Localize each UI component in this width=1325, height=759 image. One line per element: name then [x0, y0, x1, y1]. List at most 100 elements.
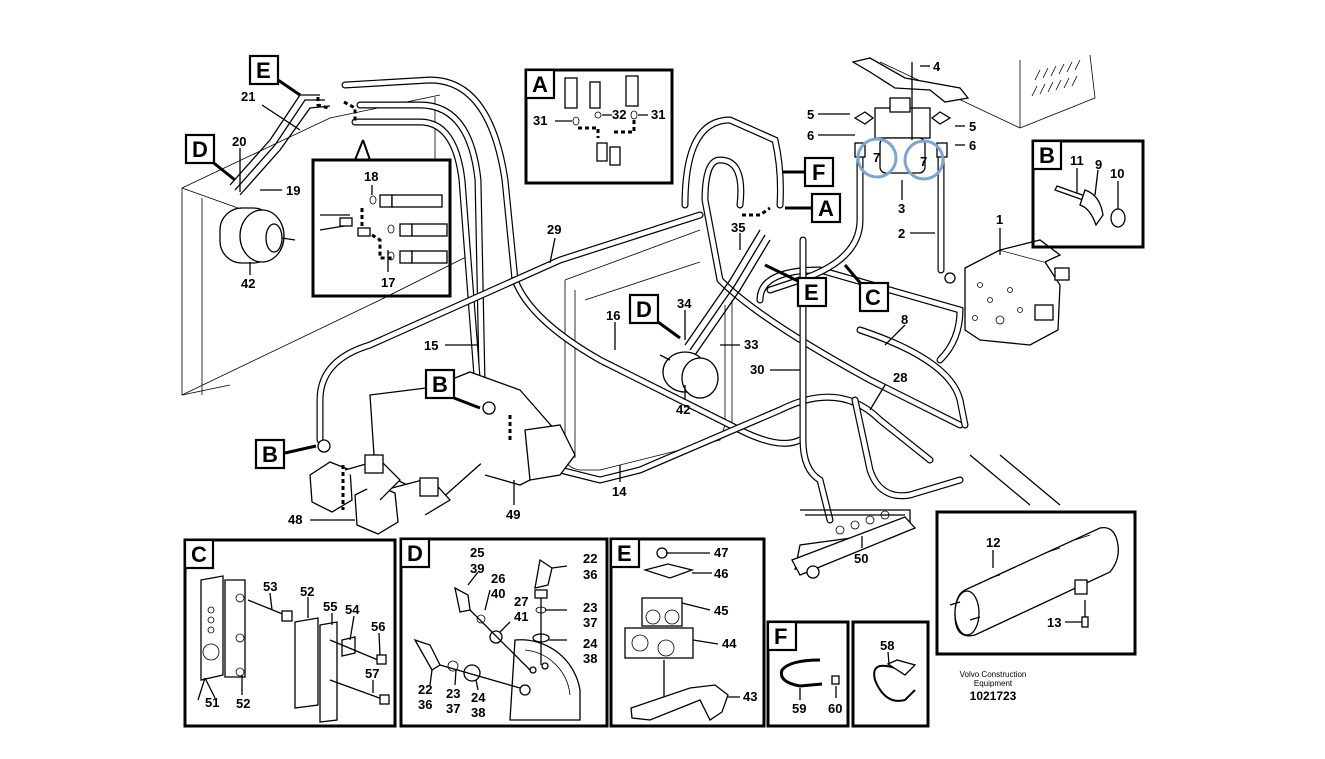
svg-text:D: D: [192, 137, 208, 162]
svg-text:44: 44: [722, 636, 737, 651]
svg-text:43: 43: [743, 689, 757, 704]
detail-A-title-box: [524, 68, 556, 100]
svg-text:32: 32: [612, 107, 626, 122]
svg-text:36: 36: [418, 697, 432, 712]
label-34: 34: [677, 296, 692, 311]
pump-motor-center: [659, 351, 719, 399]
callout-F-main[interactable]: F: [803, 156, 835, 188]
label-6-left: 6: [807, 128, 814, 143]
svg-text:13: 13: [1047, 615, 1061, 630]
label-17: 17: [381, 275, 395, 290]
svg-text:37: 37: [583, 615, 597, 630]
svg-text:45: 45: [714, 603, 728, 618]
highlight-circle-7-left[interactable]: [856, 137, 898, 179]
svg-text:F: F: [812, 160, 825, 185]
svg-text:38: 38: [471, 705, 485, 720]
dashed-connector: [742, 206, 771, 217]
label-4: 4: [933, 59, 941, 74]
callout-D-center[interactable]: D: [628, 293, 660, 325]
leader-lines: [239, 65, 1061, 548]
svg-text:11: 11: [1070, 153, 1084, 168]
label-1: 1: [996, 212, 1003, 227]
svg-text:D: D: [407, 541, 423, 566]
publisher-footer: Volvo Construction Equipment 1021723: [960, 670, 1027, 703]
label-48: 48: [288, 512, 302, 527]
label-8: 8: [901, 312, 908, 327]
svg-text:55: 55: [323, 599, 337, 614]
detail-C: C 53 52 55 54 56 57 51 52: [183, 538, 397, 728]
svg-text:60: 60: [828, 701, 842, 716]
callout-A-main[interactable]: A: [810, 192, 842, 224]
main-part-labels: 21 20 19 42 18 17 29 15 16 34 33 35 30 4…: [232, 59, 1003, 566]
svg-text:36: 36: [583, 567, 597, 582]
svg-text:52: 52: [300, 584, 314, 599]
callout-D-left[interactable]: D: [184, 133, 216, 165]
label-28: 28: [893, 370, 907, 385]
svg-text:58: 58: [880, 638, 894, 653]
label-42-center: 42: [676, 402, 690, 417]
label-5-left: 5: [807, 107, 814, 122]
control-valve-block: [944, 239, 1070, 346]
label-16: 16: [606, 308, 620, 323]
detail-B: B 11 9 10: [1031, 139, 1145, 249]
grille-pattern: [1031, 59, 1081, 97]
publisher-name-line1: Volvo Construction: [960, 670, 1027, 679]
svg-text:C: C: [865, 285, 881, 310]
svg-text:24: 24: [471, 690, 486, 705]
svg-text:25: 25: [470, 545, 484, 560]
svg-text:B: B: [432, 372, 448, 397]
svg-text:31: 31: [533, 113, 547, 128]
label-2: 2: [898, 226, 905, 241]
svg-text:C: C: [191, 542, 207, 567]
label-35: 35: [731, 220, 745, 235]
svg-text:38: 38: [583, 651, 597, 666]
detail-manifold: 12 13: [935, 510, 1137, 656]
svg-text:22: 22: [418, 682, 432, 697]
label-7-left: 7: [873, 150, 880, 165]
label-21: 21: [241, 89, 255, 104]
svg-text:41: 41: [514, 609, 528, 624]
label-19: 19: [286, 183, 300, 198]
svg-text:E: E: [256, 58, 271, 83]
callout-E-top[interactable]: E: [248, 54, 280, 86]
svg-text:56: 56: [371, 619, 385, 634]
dashed-connector: [316, 97, 329, 110]
label-49: 49: [506, 507, 520, 522]
callout-B-upper[interactable]: B: [424, 368, 456, 400]
svg-text:52: 52: [236, 696, 250, 711]
document-number: 1021723: [970, 689, 1017, 703]
svg-text:57: 57: [365, 666, 379, 681]
gear-pump-assembly: [309, 371, 576, 535]
svg-text:10: 10: [1110, 166, 1124, 181]
svg-text:E: E: [804, 280, 819, 305]
svg-text:E: E: [617, 541, 632, 566]
label-20: 20: [232, 134, 246, 149]
svg-text:22: 22: [583, 551, 597, 566]
highlight-circle-7-right[interactable]: [903, 139, 945, 181]
svg-text:37: 37: [446, 701, 460, 716]
svg-text:D: D: [636, 297, 652, 322]
distribution-manifold-50: [791, 510, 917, 579]
svg-text:31: 31: [651, 107, 665, 122]
svg-text:B: B: [1039, 143, 1055, 168]
inset-connection-detail: [311, 158, 452, 298]
label-30: 30: [750, 362, 764, 377]
svg-text:9: 9: [1095, 157, 1102, 172]
callout-E-main[interactable]: E: [796, 276, 828, 308]
svg-text:B: B: [262, 442, 278, 467]
dashed-connector: [343, 100, 357, 122]
label-6-right: 6: [969, 138, 976, 153]
svg-text:53: 53: [263, 579, 277, 594]
pump-motor-left: [219, 207, 296, 264]
callout-B-lower[interactable]: B: [254, 438, 286, 470]
svg-text:23: 23: [446, 686, 460, 701]
detail-D: D 25 39 26 40 27 41 22 36 23 37 24 38 22…: [399, 537, 609, 728]
label-50: 50: [854, 551, 868, 566]
svg-text:39: 39: [470, 561, 484, 576]
callout-C-main[interactable]: C: [858, 281, 890, 313]
svg-text:A: A: [532, 72, 548, 97]
label-18: 18: [364, 169, 378, 184]
detail-F: F 59 60: [766, 620, 850, 728]
svg-text:27: 27: [514, 594, 528, 609]
